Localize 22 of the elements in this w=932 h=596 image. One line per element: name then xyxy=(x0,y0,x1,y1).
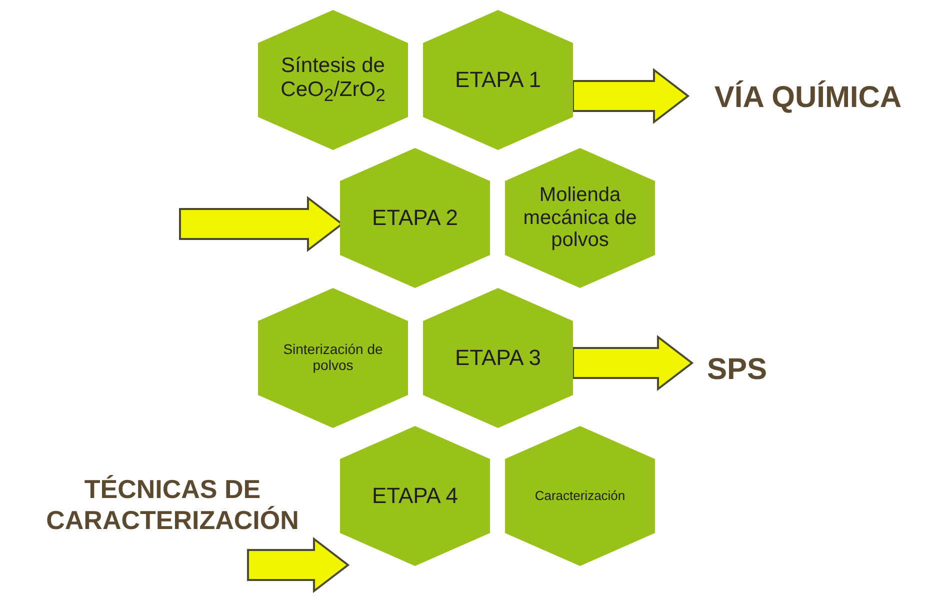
block-arrow xyxy=(572,68,690,124)
hexagon-label: ETAPA 2 xyxy=(370,206,459,230)
hexagon xyxy=(423,288,573,428)
hexagon xyxy=(258,288,408,428)
hexagon-label: ETAPA 3 xyxy=(454,346,542,370)
hexagon xyxy=(423,10,573,150)
hexagon xyxy=(258,10,408,150)
hexagon xyxy=(340,426,490,566)
hexagon-label: Síntesis de CeO$_{2}$/ZrO$_{2}$ xyxy=(280,54,386,106)
hexagon-label: Caracterización xyxy=(534,488,626,504)
hexagon-label: Molienda mecánica de polvos xyxy=(522,184,638,252)
hexagon xyxy=(340,148,490,288)
block-arrow xyxy=(247,536,350,594)
hexagon-label: ETAPA 1 xyxy=(454,68,542,92)
block-arrow xyxy=(572,334,694,392)
stage-label: TÉCNICAS DE CARACTERIZACIÓN xyxy=(45,474,300,536)
stage-label: VÍA QUÍMICA xyxy=(714,80,902,116)
hexagon xyxy=(505,148,655,288)
stage-label: SPS xyxy=(706,352,768,388)
hexagon xyxy=(505,426,655,566)
hexagon-label: Sinterización de polvos xyxy=(282,342,384,374)
hexagon-label: ETAPA 4 xyxy=(370,484,459,508)
